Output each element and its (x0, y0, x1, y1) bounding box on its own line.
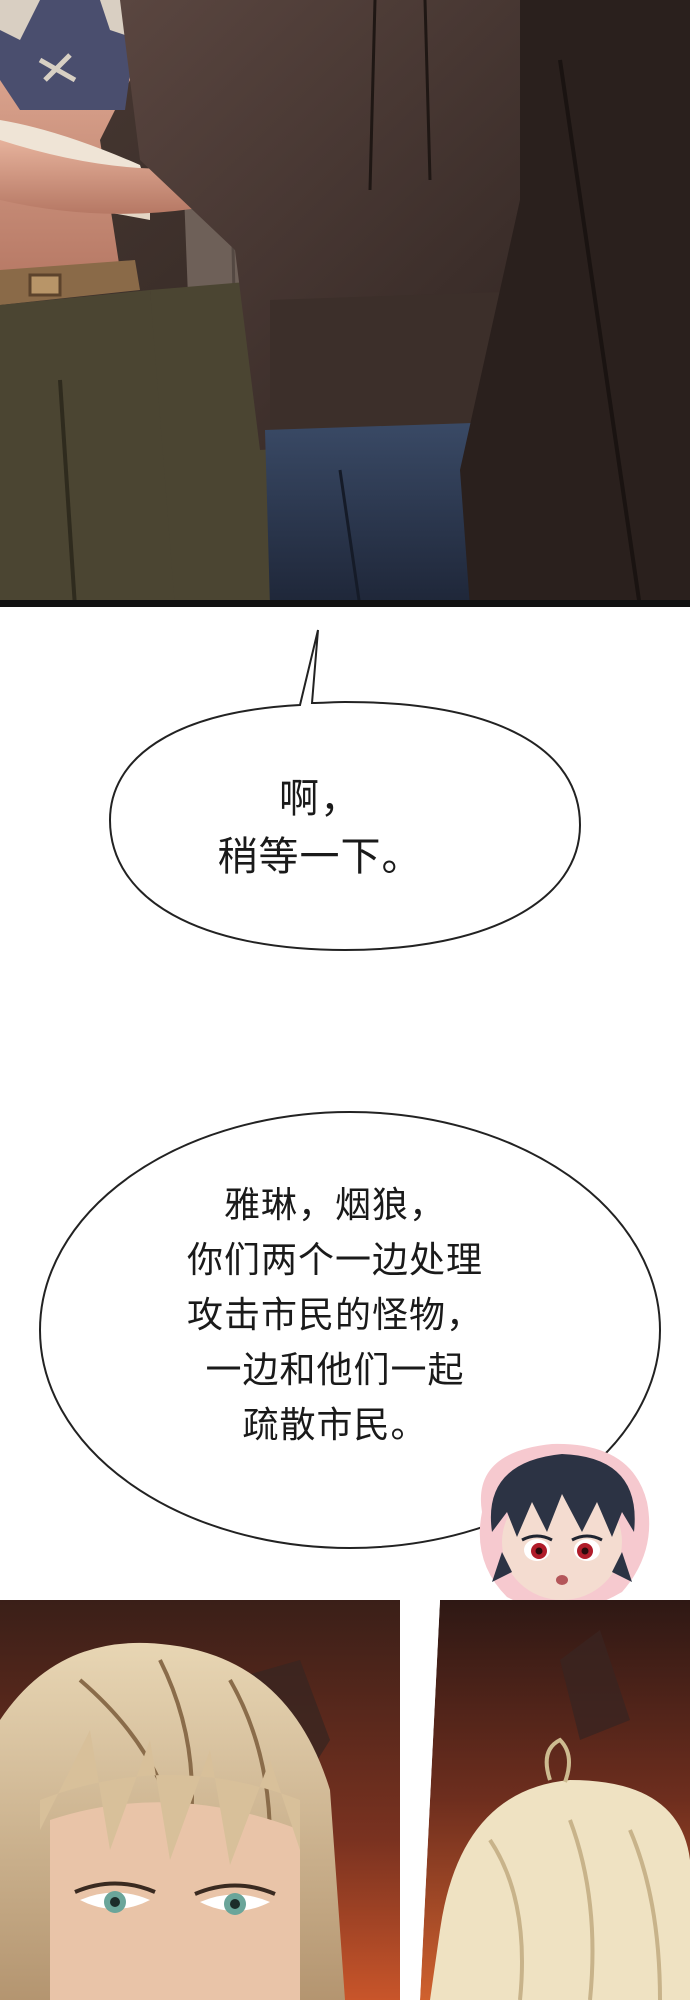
top-panel-illustration (0, 0, 690, 607)
chibi-character-head-icon (479, 1443, 650, 1611)
top-comic-panel (0, 0, 690, 607)
bubble-line: 攻击市民的怪物， (186, 1295, 483, 1336)
bubble-line: 雅琳，烟狼， (223, 1185, 446, 1226)
bottom-right-comic-panel (400, 1600, 690, 2000)
speech-bubble-1 (108, 629, 582, 952)
speech-bubble-1-text: 啊， 稍等一下。 (150, 770, 490, 886)
speech-bubble-2 (39, 1111, 661, 1549)
bubble-line: 你们两个一边处理 (186, 1240, 483, 1281)
bubble-line: 一边和他们一起 (205, 1350, 465, 1391)
bottom-left-comic-panel (0, 1600, 420, 2000)
speech-bubbles-layer (39, 629, 661, 1549)
bubble-line: 疏散市民。 (242, 1405, 428, 1446)
bubble-line: 啊， (279, 776, 361, 822)
speech-bubble-2-text: 雅琳，烟狼， 你们两个一边处理 攻击市民的怪物， 一边和他们一起 疏散市民。 (140, 1178, 530, 1453)
bottom-right-illustration (400, 1600, 690, 2000)
bottom-left-illustration (0, 1600, 420, 2000)
bubble-line: 稍等一下。 (217, 834, 423, 880)
